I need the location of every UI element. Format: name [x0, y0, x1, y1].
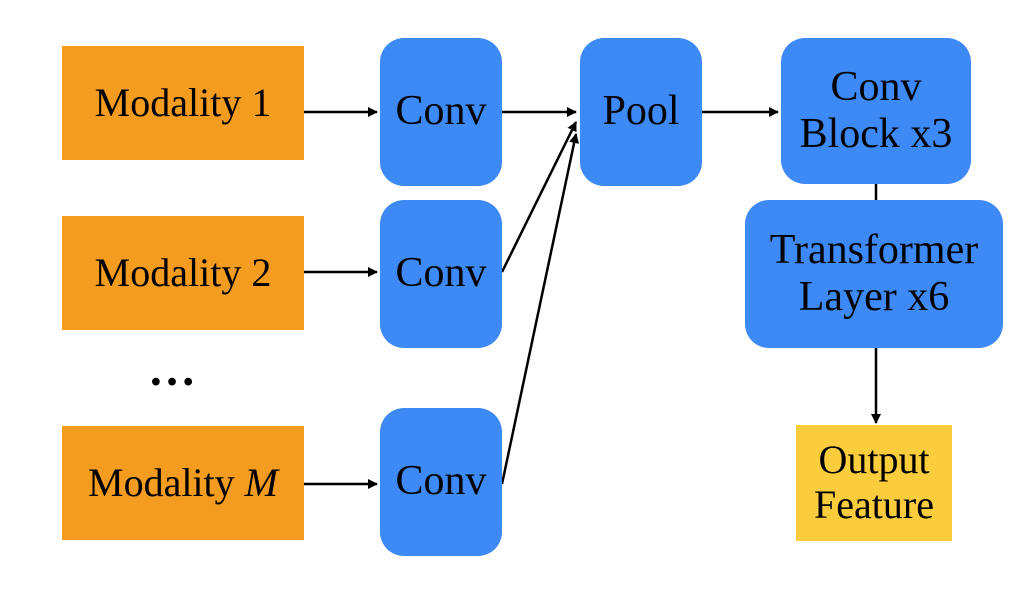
- modality-2-box: Modality 2: [62, 216, 304, 330]
- transformer-line2: Layer x6: [798, 274, 950, 320]
- transformer-block: Transformer Layer x6: [745, 200, 1003, 348]
- conv-block-m-label: Conv: [395, 458, 487, 505]
- modality-ellipsis: …: [148, 343, 198, 396]
- output-feature-box: Output Feature: [796, 425, 952, 541]
- conv-block-1-label: Conv: [395, 88, 487, 135]
- transformer-line1: Transformer: [769, 226, 979, 273]
- conv-block-2-label: Conv: [395, 250, 487, 297]
- arrow-conv2-to-pool: [500, 121, 578, 273]
- output-line2: Feature: [814, 482, 934, 527]
- pool-label: Pool: [602, 88, 680, 135]
- conv-block-x3-line1: Conv: [830, 63, 922, 110]
- modality-1-box: Modality 1: [62, 46, 304, 160]
- modality-m-box: Modality M: [62, 426, 304, 540]
- modality-m-label: Modality M: [88, 459, 278, 506]
- arrow-conv3-to-pool: [500, 133, 580, 485]
- conv-block-2: Conv: [380, 200, 502, 348]
- pool-block: Pool: [580, 38, 702, 186]
- modality-1-label: Modality 1: [94, 79, 272, 125]
- modality-2-label: Modality 2: [94, 249, 272, 295]
- output-line1: Output: [818, 437, 930, 483]
- conv-block-1: Conv: [380, 38, 502, 186]
- conv-block-x3: Conv Block x3: [781, 38, 971, 184]
- conv-block-m: Conv: [380, 408, 502, 556]
- modality-m-label-prefix: Modality: [88, 459, 245, 505]
- modality-m-label-var: M: [244, 459, 278, 505]
- conv-block-x3-line2: Block x3: [799, 111, 953, 157]
